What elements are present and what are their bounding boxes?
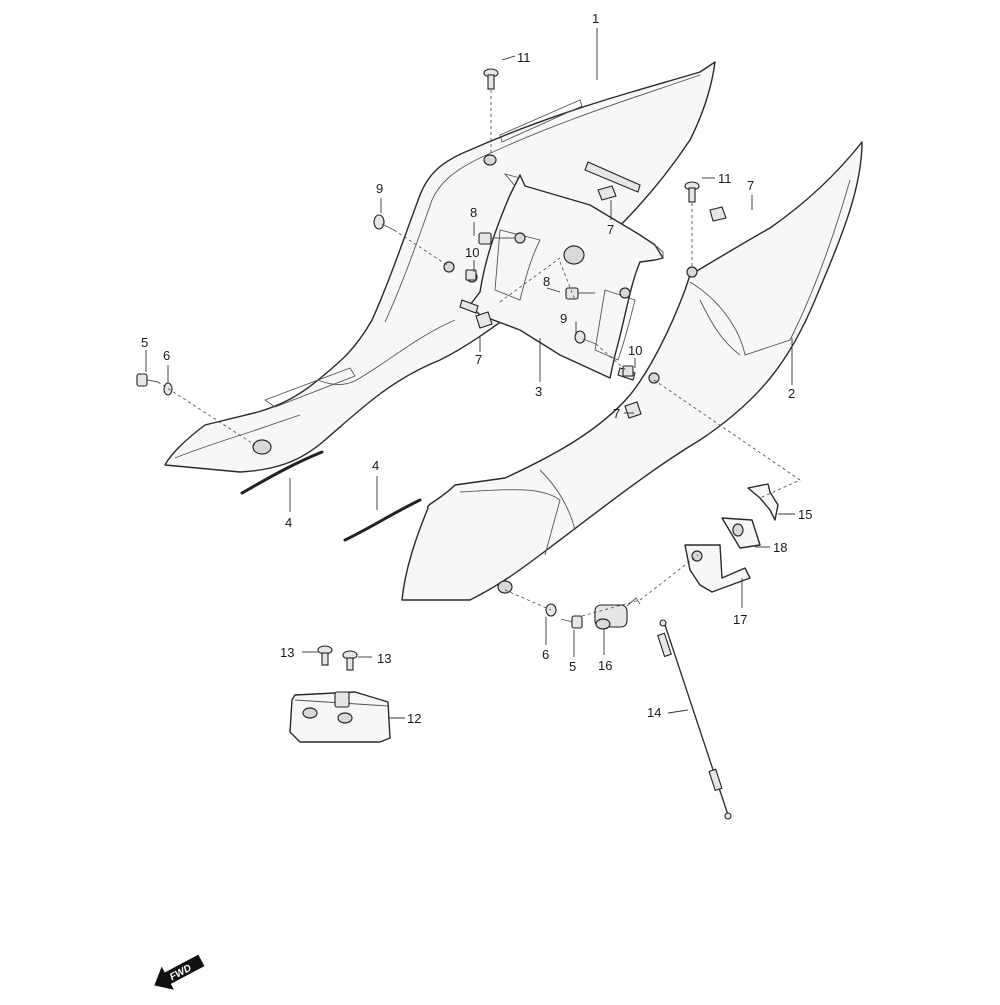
leader-lines <box>145 28 795 719</box>
callout-5-a: 5 <box>141 335 148 350</box>
callout-16: 16 <box>598 658 612 673</box>
callout-8-b: 8 <box>543 274 550 289</box>
nut-10-b <box>622 365 634 377</box>
screw-13-left <box>317 645 333 666</box>
right-side-cover <box>401 141 863 601</box>
callout-5-b: 5 <box>569 659 576 674</box>
screw-9-b <box>574 330 597 345</box>
washer-6-left <box>163 382 173 396</box>
callout-11-b: 11 <box>718 171 732 186</box>
callout-13-a: 13 <box>280 645 294 660</box>
bolt-8-b <box>565 287 595 300</box>
clip-7-c <box>475 311 493 329</box>
callout-7-d: 7 <box>613 406 620 421</box>
screw-11-upper-right <box>684 181 700 203</box>
callout-7-c: 7 <box>475 352 482 367</box>
callout-7-b: 7 <box>747 178 754 193</box>
clip-7-d <box>624 401 642 419</box>
callout-9-a: 9 <box>376 181 383 196</box>
lock-bracket-17 <box>684 544 751 593</box>
callout-12: 12 <box>407 711 421 726</box>
center-inner-panel <box>469 173 664 379</box>
trim-strips <box>240 450 422 542</box>
seat-hook-15 <box>747 483 779 521</box>
nut-10-a <box>465 269 477 281</box>
screw-9-a <box>373 214 395 231</box>
bolt-5-left <box>136 373 159 387</box>
assembly-lines <box>157 90 801 617</box>
callout-14: 14 <box>647 705 661 720</box>
callout-6-b: 6 <box>542 647 549 662</box>
callout-10-a: 10 <box>465 245 479 260</box>
callout-7-a: 7 <box>607 222 614 237</box>
clip-7-b <box>709 206 727 222</box>
callout-13-b: 13 <box>377 651 391 666</box>
fwd-label: FWD <box>168 963 193 983</box>
left-side-cover <box>164 61 716 473</box>
callout-4-b: 4 <box>372 458 379 473</box>
callout-6-a: 6 <box>163 348 170 363</box>
callout-3: 3 <box>535 384 542 399</box>
clip-7-a <box>597 185 617 201</box>
callout-8-a: 8 <box>470 205 477 220</box>
fwd-arrow-icon: FWD <box>154 954 205 990</box>
callout-2: 2 <box>788 386 795 401</box>
callout-18: 18 <box>773 540 787 555</box>
rubber-cushion-12 <box>289 691 391 743</box>
callout-labels: 1 2 3 4 4 5 5 6 6 7 7 7 7 8 8 9 9 10 10 … <box>141 11 812 726</box>
bolt-8-a <box>478 232 515 245</box>
callout-17: 17 <box>733 612 747 627</box>
callout-11-a: 11 <box>517 50 531 65</box>
screw-11-upper-left <box>483 68 499 90</box>
callout-10-b: 10 <box>628 343 642 358</box>
release-cable-14 <box>657 619 732 820</box>
mounting-brackets <box>459 161 641 381</box>
seat-lock-16 <box>594 597 641 630</box>
callout-15: 15 <box>798 507 812 522</box>
callout-1: 1 <box>592 11 599 26</box>
callout-9-b: 9 <box>560 311 567 326</box>
bolt-5-right <box>560 615 583 629</box>
callout-4-a: 4 <box>285 515 292 530</box>
lock-plate-18 <box>721 517 761 549</box>
screw-13-right <box>342 650 358 671</box>
